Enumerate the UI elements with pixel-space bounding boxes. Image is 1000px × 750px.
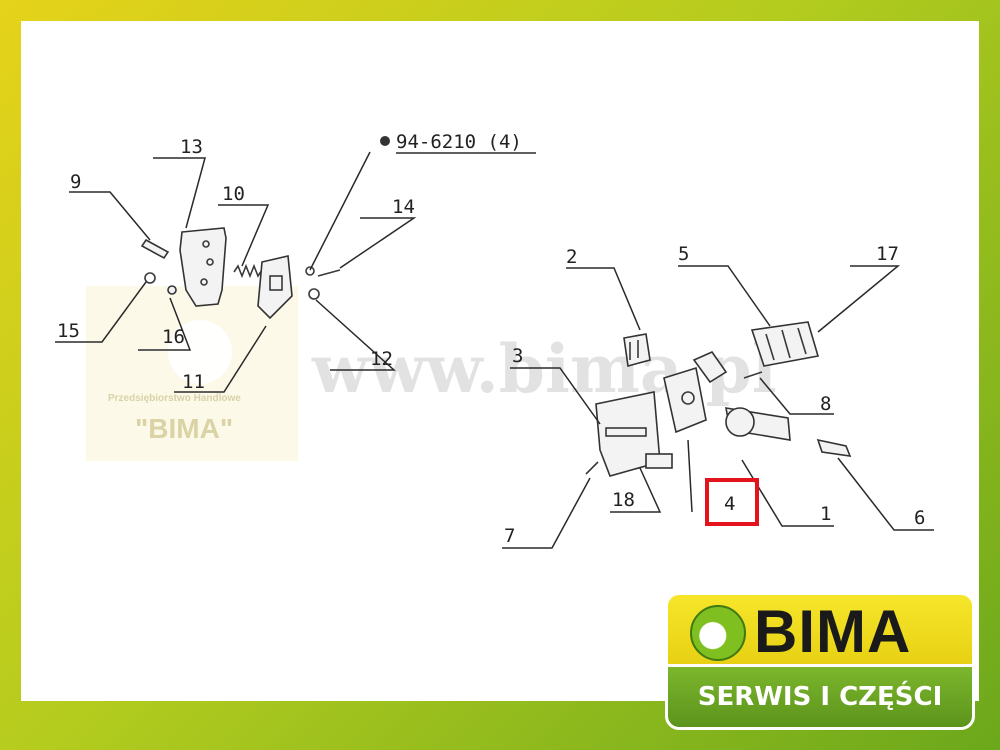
- nut-part: [308, 288, 320, 300]
- screw-part: [140, 238, 170, 260]
- callout-15: 15: [57, 320, 80, 342]
- cylinder-head: [725, 407, 755, 437]
- callout-9: 9: [70, 171, 81, 193]
- bolt-head-part: [144, 272, 156, 284]
- plate-hole: [200, 278, 208, 286]
- lock-housing-part: [595, 391, 661, 477]
- callout-5: 5: [678, 243, 689, 265]
- callout-1: 1: [820, 503, 831, 525]
- callout-14: 14: [392, 196, 415, 218]
- callout-18: 18: [612, 489, 635, 511]
- logo-bottom-panel: [665, 664, 975, 730]
- kit-bullet-icon: [380, 136, 390, 146]
- block-detail: [765, 327, 807, 361]
- spring-part: [233, 263, 263, 279]
- clip-part: [623, 333, 651, 368]
- lock-plate-hole: [681, 391, 695, 405]
- callout-6: 6: [914, 507, 925, 529]
- washer-part: [167, 285, 177, 295]
- screw-part: [585, 461, 599, 475]
- callout-2: 2: [566, 246, 577, 268]
- callout-4-highlighted: 4: [724, 493, 735, 515]
- logo-ball-icon: [690, 605, 746, 661]
- logo-tagline: SERWIS I CZĘŚCI: [697, 682, 943, 712]
- callout-10: 10: [222, 183, 245, 205]
- lock-plate-part: [663, 366, 707, 434]
- callout-13: 13: [180, 136, 203, 158]
- bima-logo: BIMA SERWIS I CZĘŚCI: [665, 592, 975, 732]
- plate-hole: [206, 258, 214, 266]
- housing-slot: [605, 427, 647, 437]
- overlay-company-name: "BIMA": [135, 413, 233, 444]
- clip-detail: [629, 340, 639, 360]
- latch-part: [257, 255, 293, 320]
- bracket-plate-part: [179, 227, 227, 307]
- latch-slot: [269, 275, 283, 291]
- housing-tab: [645, 453, 673, 469]
- screw-part: [743, 371, 763, 379]
- block-part: [750, 321, 820, 367]
- kit-reference: 94-6210 (4): [396, 131, 522, 153]
- callout-3: 3: [512, 345, 523, 367]
- callout-17: 17: [876, 243, 899, 265]
- callout-16: 16: [162, 326, 185, 348]
- callout-7: 7: [504, 525, 515, 547]
- highlight-box: [705, 478, 759, 526]
- logo-top-panel: BIMA: [665, 592, 975, 672]
- key-part: [816, 438, 852, 457]
- callout-8: 8: [820, 393, 831, 415]
- screw-part: [317, 269, 341, 277]
- callout-11: 11: [182, 371, 205, 393]
- lock-tab-part: [692, 351, 728, 384]
- overlay-company-line: Przedsiębiorstwo Handlowe: [108, 393, 241, 404]
- plate-hole: [202, 240, 210, 248]
- callout-12: 12: [370, 348, 393, 370]
- screw-head-part: [305, 266, 315, 276]
- logo-name: BIMA: [754, 598, 912, 665]
